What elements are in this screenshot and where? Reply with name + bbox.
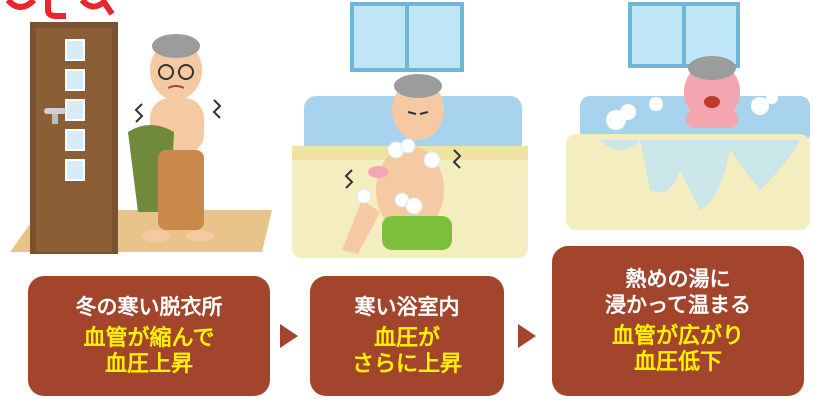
step-effect: 血管が縮んで 血圧上昇	[83, 326, 215, 377]
step-heading: 冬の寒い脱衣所	[75, 295, 223, 319]
dressing-room-illustration	[10, 22, 272, 254]
hot-bath-illustration	[566, 2, 810, 230]
arrow-right-icon	[518, 324, 536, 348]
step-box-hot-bath: 熱めの湯に 浸かって温まる 血管が広がり 血圧低下	[552, 246, 804, 396]
title-fragment	[5, 0, 115, 19]
step-box-cold-bathroom: 寒い浴室内 血圧が さらに上昇	[310, 276, 504, 396]
step-effect: 血管が広がり 血圧低下	[611, 324, 744, 375]
step-box-dressing-room: 冬の寒い脱衣所 血管が縮んで 血圧上昇	[28, 276, 270, 396]
cold-bathroom-illustration	[292, 2, 528, 258]
step-effect: 血圧が さらに上昇	[351, 326, 462, 377]
step-heading: 寒い浴室内	[354, 295, 460, 319]
step-heading: 熱めの湯に 浸かって温まる	[605, 267, 751, 317]
arrow-right-icon	[280, 324, 298, 348]
